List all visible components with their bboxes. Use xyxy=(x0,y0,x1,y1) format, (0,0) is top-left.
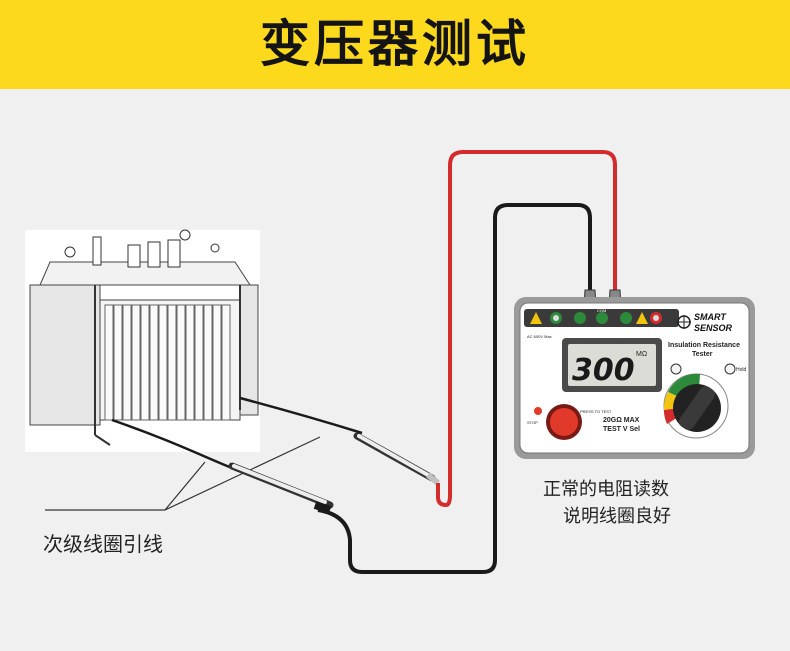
meter-com-label: COM xyxy=(597,308,606,313)
lcd-unit: MΩ xyxy=(636,351,647,358)
meter-left-socket-label: AC 600V Max xyxy=(527,334,552,339)
insulation-tester xyxy=(514,297,755,459)
meter-range-text-line1: 20GΩ MAX xyxy=(603,417,640,424)
meter-hold-label: Hold xyxy=(736,367,747,373)
reading-caption-line2: 说明线圈良好 xyxy=(563,506,671,527)
meter-brand-line1: SMART xyxy=(694,312,727,322)
meter-range-text-line2: TEST V Sel xyxy=(603,426,640,433)
meter-stop-label: STOP xyxy=(527,420,538,425)
secondary-coil-leads xyxy=(111,396,363,470)
meter-brand-line2: SENSOR xyxy=(694,323,733,333)
page-title: 变压器测试 xyxy=(260,15,530,73)
lcd-reading: 300 xyxy=(572,353,635,388)
test-probe-right xyxy=(353,432,440,486)
meter-test-button-label: PRESS TO TEST xyxy=(580,409,612,414)
reading-caption-line1: 正常的电阻读数 xyxy=(543,479,669,500)
transformer-illustration xyxy=(25,229,260,452)
meter-model-line2: Tester xyxy=(692,351,713,358)
black-test-lead xyxy=(317,203,592,574)
secondary-leads-caption: 次级线圈引线 xyxy=(43,532,163,556)
meter-model-line1: Insulation Resistance xyxy=(668,342,740,349)
test-probe-left xyxy=(228,462,334,514)
title-banner xyxy=(0,0,790,89)
red-test-lead xyxy=(436,150,617,507)
